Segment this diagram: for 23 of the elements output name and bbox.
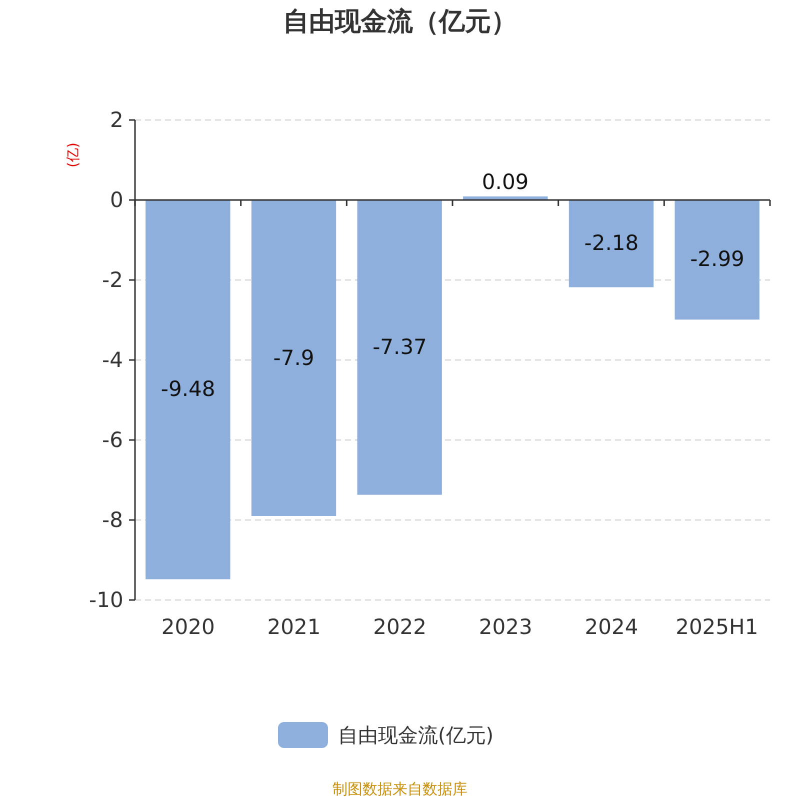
tick-label: 2022 bbox=[373, 616, 427, 638]
tick-label: -4 bbox=[102, 350, 123, 370]
tick-label: 2 bbox=[110, 110, 124, 130]
tick-label: 0 bbox=[110, 190, 124, 210]
axis-label: (亿) bbox=[66, 142, 80, 168]
value-label: 0.09 bbox=[482, 172, 529, 193]
tick-label: 2025H1 bbox=[676, 616, 758, 638]
tick-label: 2021 bbox=[267, 616, 321, 638]
value-label: -2.99 bbox=[690, 249, 744, 270]
tick-label: -2 bbox=[102, 270, 123, 290]
tick-label: 2024 bbox=[584, 616, 638, 638]
chart-title: 自由现金流（亿元） bbox=[283, 9, 517, 35]
value-label: -9.48 bbox=[160, 379, 216, 400]
source-note: 制图数据来自数据库 bbox=[332, 782, 468, 796]
value-label: -7.37 bbox=[372, 336, 427, 358]
legend-label: 自由现金流(亿元) bbox=[338, 725, 494, 745]
tick-label: -8 bbox=[102, 510, 123, 530]
value-label: -7.9 bbox=[273, 348, 314, 368]
tick-label: -10 bbox=[89, 590, 124, 610]
tick-label: 2023 bbox=[478, 616, 532, 638]
tick-label: 2020 bbox=[161, 616, 215, 638]
value-label: -2.18 bbox=[584, 233, 639, 254]
tick-label: -6 bbox=[102, 430, 123, 450]
